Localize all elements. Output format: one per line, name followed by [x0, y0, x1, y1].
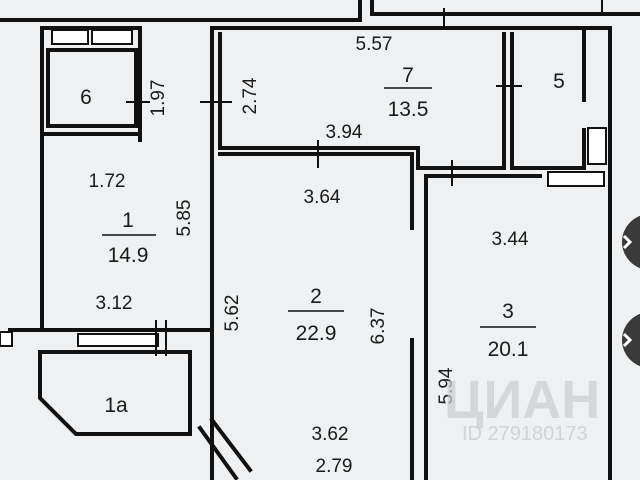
room-1-label: 1 — [122, 209, 134, 232]
windows — [0, 29, 607, 347]
fraction-bars — [102, 87, 536, 328]
dim-3-12: 3.12 — [96, 293, 133, 314]
dim-5-94: 5.94 — [436, 367, 457, 404]
window-3 — [587, 127, 607, 165]
dim-6-37: 6.37 — [368, 308, 389, 345]
room-5-label: 5 — [553, 70, 565, 93]
gallery-nav — [622, 214, 640, 368]
wall-room7-left — [218, 32, 420, 150]
dim-5-57: 5.57 — [356, 34, 393, 55]
window-4 — [547, 171, 605, 187]
dim-1-97: 1.97 — [148, 80, 169, 117]
dim-2-79: 2.79 — [316, 456, 353, 477]
room-areas: 13.5 14.9 22.9 20.1 — [108, 98, 529, 361]
room-1a-label: 1a — [104, 394, 128, 417]
room-7-area: 13.5 — [388, 98, 429, 121]
watermark: ЦИАН ID 279180173 — [444, 370, 600, 445]
window-1 — [51, 29, 89, 45]
room-7-label: 7 — [402, 64, 414, 87]
wall-room5 — [510, 32, 586, 170]
chevron-icon — [622, 234, 633, 250]
wall-room6 — [46, 48, 138, 128]
wall-room2-top — [218, 152, 414, 230]
wall-diagonal — [209, 417, 253, 473]
room-3-area: 20.1 — [488, 338, 529, 361]
watermark-brand: ЦИАН — [444, 370, 600, 430]
chevron-icon — [622, 332, 633, 348]
dim-3-44: 3.44 — [492, 229, 529, 250]
wall-top-strip-right — [370, 0, 640, 16]
dim-3-94: 3.94 — [326, 122, 363, 143]
dim-1-72: 1.72 — [89, 171, 126, 192]
door-ticks — [126, 0, 603, 356]
room-labels: 6 7 5 1 2 3 1a — [80, 64, 565, 417]
room-2-area: 22.9 — [296, 322, 337, 345]
dimension-labels: 5.57 3.94 1.72 3.64 3.44 3.12 3.62 2.79 … — [89, 34, 529, 477]
room-1-area: 14.9 — [108, 244, 149, 267]
dim-2-74: 2.74 — [240, 77, 261, 114]
watermark-id: ID 279180173 — [462, 423, 588, 445]
dim-3-64: 3.64 — [304, 187, 341, 208]
window-5 — [77, 333, 159, 347]
dim-3-62: 3.62 — [312, 424, 349, 445]
wall-room7-right — [416, 32, 506, 170]
dim-5-85: 5.85 — [174, 200, 195, 237]
gallery-next-button[interactable] — [622, 312, 640, 368]
gallery-prev-button[interactable] — [622, 214, 640, 270]
dim-5-62: 5.62 — [222, 295, 243, 332]
room-3-label: 3 — [502, 300, 514, 323]
wall-diagonal-inner — [197, 425, 239, 480]
window-6 — [0, 331, 13, 347]
room-2-label: 2 — [310, 285, 322, 308]
window-2 — [91, 29, 133, 45]
room-6-label: 6 — [80, 86, 92, 109]
